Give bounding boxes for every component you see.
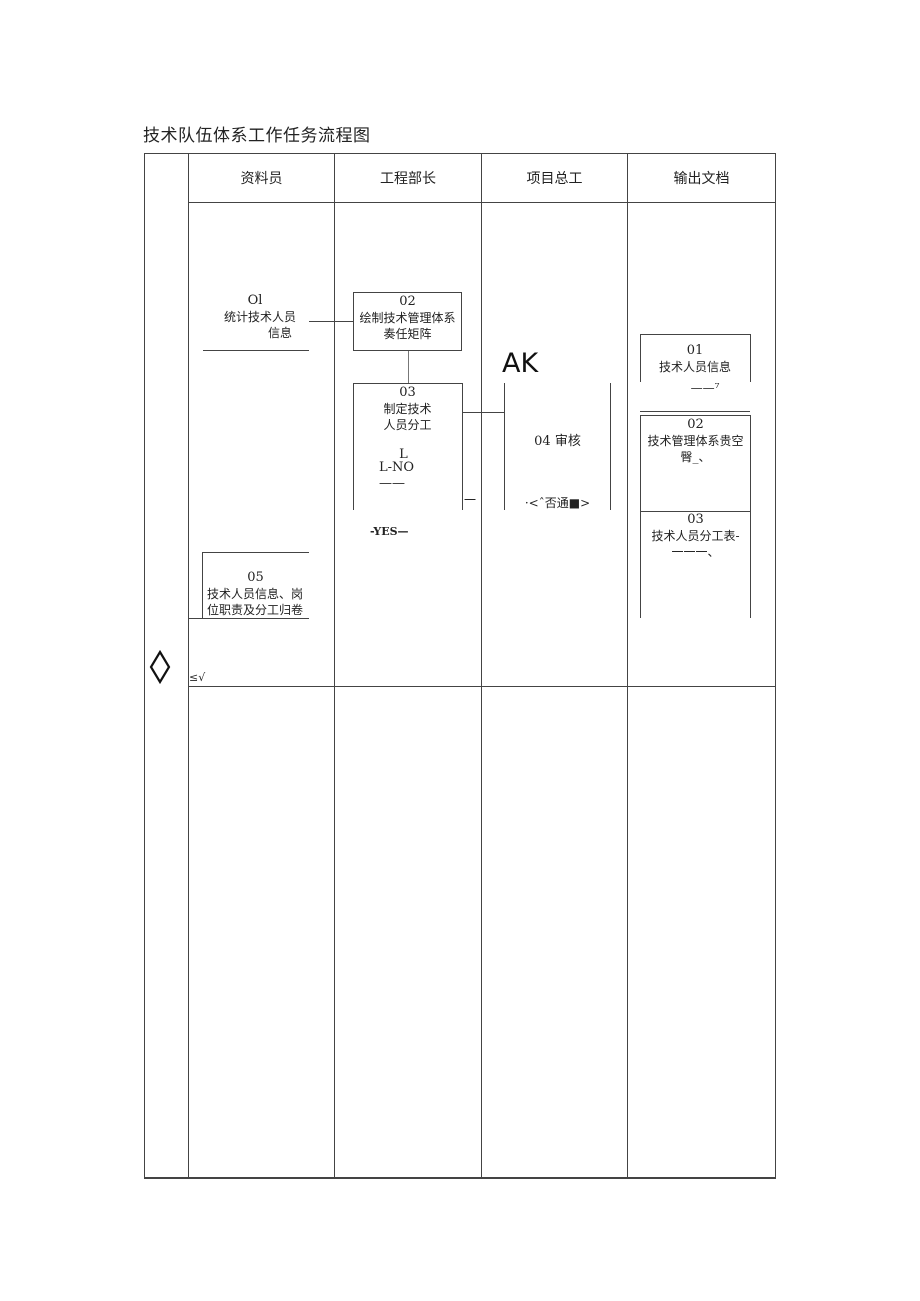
- ak-label: AK: [502, 348, 539, 379]
- step-02-label-line1: 绘制技术管理体系: [359, 311, 456, 325]
- output-03-right-border: [750, 511, 751, 618]
- step-05-top-border: [202, 552, 309, 553]
- step-03-number: 03: [399, 385, 416, 400]
- column-header-engineering-manager: 工程部长: [380, 171, 436, 187]
- table-bottom-border: [144, 1177, 776, 1179]
- column-header-clerk: 资料员: [240, 171, 283, 187]
- step-04-left-border: [504, 383, 505, 510]
- step-01-number: Ol: [247, 293, 263, 308]
- output-01-label: 技术人员信息: [658, 360, 731, 374]
- table-top-border: [144, 153, 776, 154]
- output-02-tail: 臀_、: [680, 450, 711, 464]
- step-01-label-line1: 统计技术人员: [223, 310, 296, 324]
- step-03-label-line1: 制定技术: [383, 402, 432, 416]
- connector-01-02: [309, 321, 354, 322]
- no-branch-label: L-NO——: [379, 460, 415, 491]
- output-02-number: 02: [687, 417, 704, 432]
- step-04-decision: ·<ˆ否通■>: [524, 496, 591, 510]
- step-04-label: 04 审核: [534, 434, 581, 449]
- output-01-tail: ——⁷: [690, 381, 720, 395]
- diamond-icon: [149, 650, 171, 684]
- output-01-number: 01: [686, 343, 704, 358]
- row-divider: [188, 686, 776, 687]
- connector-02-03: [408, 351, 409, 383]
- column-divider: [481, 153, 482, 1178]
- output-01-right-border: [750, 334, 751, 382]
- output-03-left-border: [640, 511, 641, 618]
- step-05-number: 05: [247, 570, 264, 585]
- output-02-label: 技术管理体系贵空: [647, 434, 744, 448]
- column-header-chief-engineer: 项目总工: [526, 171, 583, 187]
- step-01-underline: [203, 350, 309, 351]
- step-01-label-line2: 信息: [267, 326, 292, 340]
- column-divider: [334, 153, 335, 1178]
- step-02-number: 02: [399, 294, 416, 309]
- step-04-right-border: [610, 383, 611, 510]
- output-03-tail: 一一一、: [671, 545, 720, 559]
- column-header-output-documents: 输出文档: [673, 171, 730, 187]
- connector-03-04: [462, 412, 505, 413]
- table-left-border: [144, 153, 145, 1178]
- step-03-mark: L: [399, 447, 408, 462]
- output-03-label: 技术人员分工表-: [651, 529, 740, 543]
- column-divider: [188, 153, 189, 1178]
- step-03-top-border: [353, 383, 462, 384]
- output-01-top-border: [640, 334, 750, 335]
- step-05-bottom-border: [188, 618, 309, 619]
- step-05-label-line1: 技术人员信息、岗: [206, 587, 303, 601]
- branch-dash: 一: [463, 493, 476, 507]
- step-02-label-line2: 奏任矩阵: [383, 327, 432, 341]
- step-02-box: [353, 292, 462, 351]
- step-05-left-border: [202, 552, 203, 618]
- yes-branch-label: -YES—: [370, 525, 409, 538]
- output-03-number: 03: [687, 512, 704, 527]
- output-02-box: [640, 415, 751, 512]
- page-title: 技术队伍体系工作任务流程图: [143, 126, 371, 146]
- step-03-right-border: [462, 383, 463, 510]
- step-03-left-border: [353, 383, 354, 510]
- output-01-left-border: [640, 334, 641, 382]
- header-row-divider: [188, 202, 776, 203]
- step-03-label-line2: 人员分工: [383, 418, 432, 432]
- end-mark: ≤√: [189, 671, 206, 684]
- step-05-label-line2: 位职责及分工归卷: [206, 603, 303, 617]
- column-divider: [627, 153, 628, 1178]
- table-right-border: [775, 153, 776, 1178]
- output-02-rule: [640, 411, 750, 412]
